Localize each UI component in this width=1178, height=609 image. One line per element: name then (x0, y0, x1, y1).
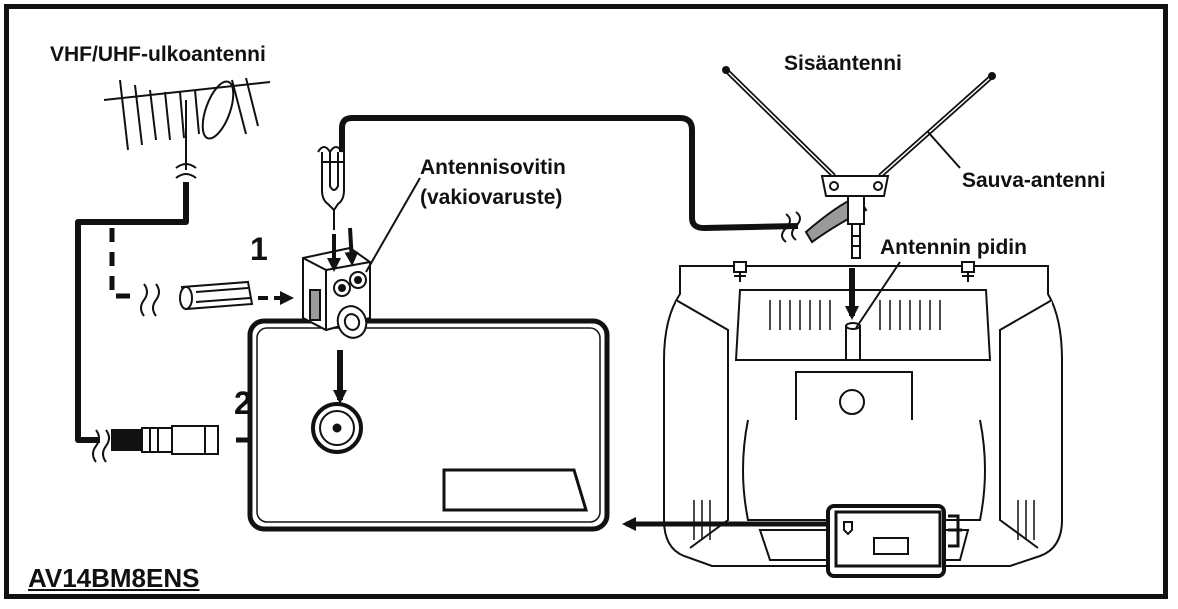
twin-lead-dashed-path (109, 228, 136, 299)
rod-antenna-label: Sauva-antenni (962, 169, 1106, 192)
step-1-arrow-b (344, 227, 359, 266)
indoor-cable-break-marks (781, 211, 801, 243)
twin-lead-cable-icon (179, 280, 254, 311)
adapter-label-line-2: (vakiovaruste) (420, 186, 563, 209)
indoor-antenna-label: Sisäantenni (784, 52, 902, 75)
step-1-label: 1 (250, 231, 268, 267)
antenna-holder-leader-line (855, 261, 901, 329)
step-2-label: 2 (234, 385, 252, 421)
tv-rear-view-icon (663, 261, 1063, 567)
antenna-socket-icon (311, 402, 363, 454)
adapter-label-line-1: Antennisovitin (420, 156, 566, 179)
indoor-antenna-cable (339, 115, 799, 231)
antenna-holder-label: Antennin pidin (880, 236, 1027, 259)
tv-panel-label-plate (442, 468, 589, 512)
diagram-frame (4, 4, 1168, 599)
antenna-adapter-icon (302, 246, 371, 339)
indoor-antenna-icon (722, 66, 996, 259)
outdoor-antenna-label: VHF/UHF-ulkoantenni (50, 43, 266, 66)
rod-antenna-leader-line (927, 131, 961, 169)
outdoor-antenna-icon (103, 77, 271, 179)
model-number-label: AV14BM8ENS (28, 563, 200, 593)
fork-terminals-icon (317, 146, 345, 230)
tv-terminal-zoom-box (826, 504, 962, 578)
coax-plug-icon (111, 425, 219, 455)
tv-panel-inner-border (256, 327, 601, 523)
cable-break-marks (92, 283, 160, 463)
outdoor-antenna-cable (75, 182, 189, 443)
adapter-leader-line (365, 177, 421, 273)
